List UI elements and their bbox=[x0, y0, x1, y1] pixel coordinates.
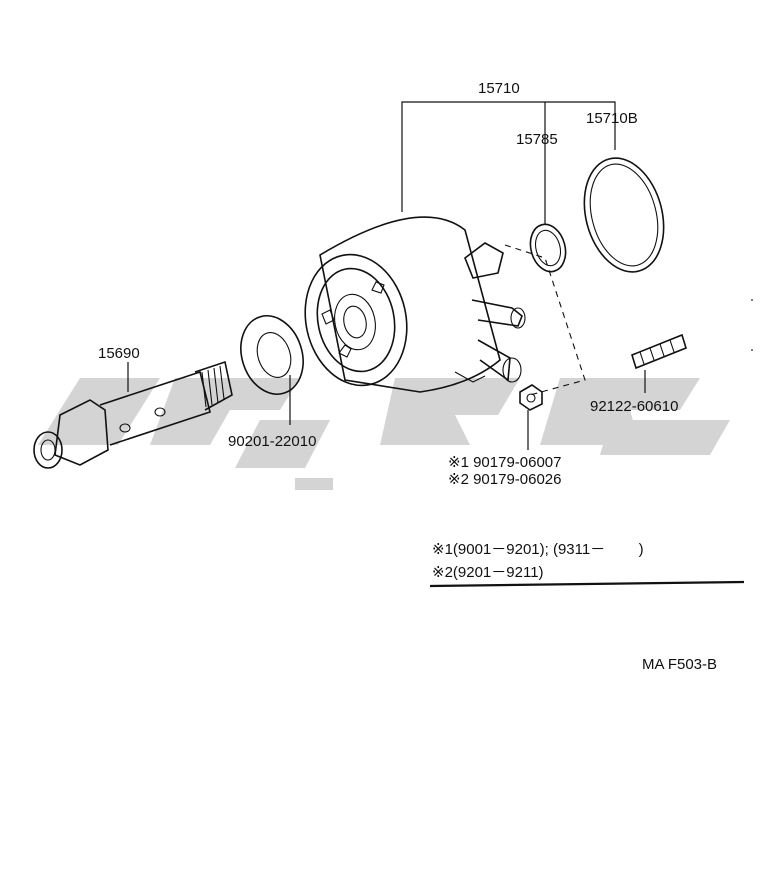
union-bolt bbox=[33, 360, 233, 469]
gasket-large bbox=[583, 157, 665, 273]
stud-bolt bbox=[631, 333, 687, 370]
label-gasket-large: 15710B bbox=[586, 110, 638, 127]
nut bbox=[519, 384, 543, 411]
gasket-washer bbox=[240, 315, 304, 395]
speck bbox=[751, 299, 753, 301]
note-1: ※1(9001－9201); (9311－ ) bbox=[432, 541, 644, 558]
notes-block: ※1(9001－9201); (9311－ ) ※2(9201－9211) bbox=[429, 541, 745, 588]
label-cooler-assembly: 15710 bbox=[478, 80, 520, 97]
label-nut-1: ※1 90179-06007 bbox=[448, 454, 562, 471]
alignment-lines bbox=[504, 244, 586, 396]
watermark-logo bbox=[38, 378, 730, 490]
label-stud-bolt: 92122-60610 bbox=[590, 398, 678, 415]
speck bbox=[751, 349, 753, 351]
leader-lines bbox=[127, 101, 646, 450]
label-gasket-washer: 90201-22010 bbox=[228, 433, 316, 450]
oil-cooler-body bbox=[304, 216, 526, 393]
o-ring-small bbox=[529, 223, 567, 273]
label-union-bolt: 15690 bbox=[98, 345, 140, 362]
note-2: ※2(9201－9211) bbox=[432, 564, 544, 581]
label-o-ring-small: 15785 bbox=[516, 131, 558, 148]
figure-code: MA F503-B bbox=[642, 656, 717, 673]
part-labels: 15710 15710B 15785 15690 90201-22010 921… bbox=[98, 80, 678, 488]
label-nut-2: ※2 90179-06026 bbox=[448, 471, 562, 488]
note-underline bbox=[429, 580, 745, 588]
